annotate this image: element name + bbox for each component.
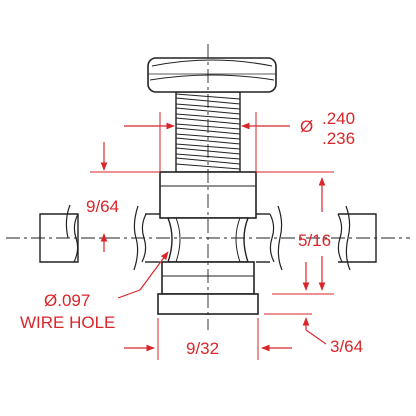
label-5-16: 5/16	[298, 231, 331, 250]
wire-hole-diameter: Ø.097	[44, 291, 90, 310]
label-3-64: 3/64	[330, 337, 363, 356]
diameter-symbol-label: Ø	[300, 117, 313, 136]
label-9-32: 9/32	[186, 339, 219, 358]
dim-bottom-9-32	[124, 318, 292, 360]
thread-diameter-max: .240	[322, 109, 355, 128]
dim-bottom-right-3-64	[264, 313, 327, 345]
label-9-64: 9/64	[86, 197, 119, 216]
dim-thread-diameter	[124, 112, 290, 172]
thread-diameter-min: .236	[322, 129, 355, 148]
spool-body	[157, 171, 259, 315]
screw-head	[147, 57, 277, 93]
centerlines	[6, 44, 410, 330]
dim-right-5-16	[256, 171, 334, 295]
dim-wire-hole-leader	[117, 251, 169, 299]
dim-left-9-64	[90, 142, 160, 252]
wire-hole-note: WIRE HOLE	[20, 313, 115, 332]
